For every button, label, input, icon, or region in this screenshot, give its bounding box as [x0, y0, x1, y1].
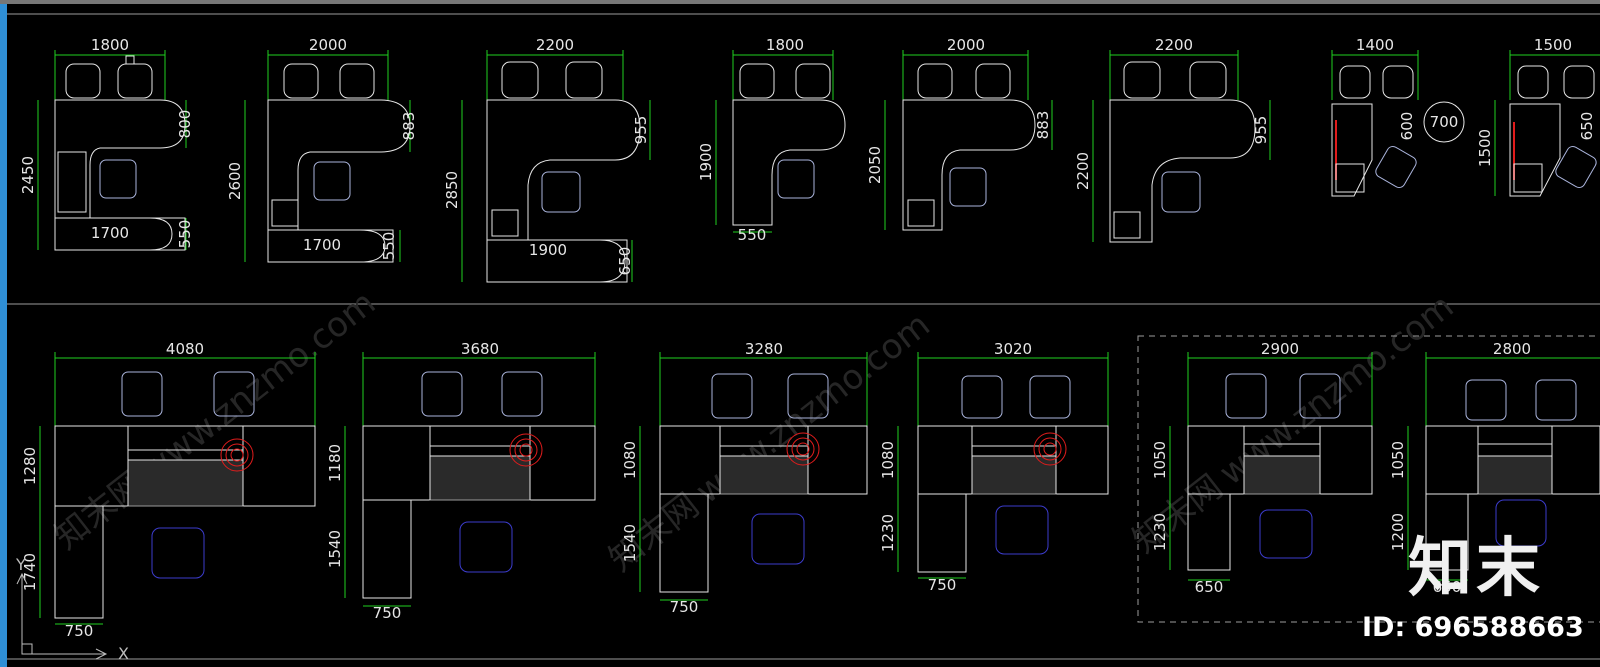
dim-return-width-b4: 750 — [928, 576, 957, 594]
dim-height-t6: 2200 — [1074, 152, 1092, 190]
dim-depth-t5: 883 — [1034, 111, 1052, 140]
dim-depth-t6: 955 — [1252, 116, 1270, 145]
dim-width-b5: 2900 — [1261, 340, 1299, 358]
dim-return-length-b4: 1230 — [879, 514, 897, 552]
dim-return-width-b3: 750 — [670, 598, 699, 616]
ucs-icon: X Y — [15, 555, 129, 663]
dim-width-b4: 3020 — [994, 340, 1032, 358]
dim-height-t5: 2050 — [866, 146, 884, 184]
workstation-t5[interactable]: 2000 2050 883 — [866, 36, 1053, 231]
workstation-t4[interactable]: 1800 1900 550 — [697, 36, 846, 244]
dim-return-width-b5: 650 — [1195, 578, 1224, 596]
dim-return-width-b2: 750 — [373, 604, 402, 622]
top-edge-bar — [0, 0, 1600, 4]
dim-depth-t7: 600 — [1398, 112, 1416, 141]
workstation-b1[interactable]: 4080 1280 1740 750 — [21, 340, 316, 640]
brand-id-text: ID: 696588663 — [1362, 612, 1584, 643]
dim-width-t3: 2200 — [536, 36, 574, 54]
dashed-group-frame — [1137, 335, 1600, 623]
dim-depth-b2: 1180 — [326, 444, 344, 482]
dim-height-t4: 1900 — [697, 143, 715, 181]
workstation-b5[interactable]: 2900 1050 1230 650 — [1151, 340, 1373, 596]
dim-return-depth-t2: 550 — [380, 232, 398, 261]
dim-width-b1: 4080 — [166, 340, 204, 358]
workstation-b3[interactable]: 3280 1080 1540 750 — [621, 340, 868, 616]
dim-return-width-b1: 750 — [65, 622, 94, 640]
dim-width-t5: 2000 — [947, 36, 985, 54]
brand-logo-text: 知末 — [1408, 532, 1544, 606]
dim-width-t2: 2000 — [309, 36, 347, 54]
dim-depth-b1: 1280 — [21, 447, 39, 485]
dim-width-b2: 3680 — [461, 340, 499, 358]
dim-depth-t3: 955 — [632, 116, 650, 145]
dim-width-b3: 3280 — [745, 340, 783, 358]
dim-height-t2: 2600 — [226, 162, 244, 200]
dim-return-length-t1: 1700 — [91, 224, 129, 242]
workstation-t1[interactable]: 1800 2450 800 550 1700 — [19, 36, 194, 251]
left-edge-bar — [0, 0, 7, 667]
dim-width-t1: 1800 — [91, 36, 129, 54]
workstation-t6[interactable]: 2200 2200 955 — [1074, 36, 1271, 243]
workstation-t3[interactable]: 2200 2850 955 650 1900 — [443, 36, 651, 283]
dim-depth-t8: 650 — [1578, 112, 1596, 141]
dim-height-t3: 2850 — [443, 171, 461, 209]
dim-depth-b4: 1080 — [879, 441, 897, 479]
dim-return-length-b5: 1230 — [1151, 513, 1169, 551]
dim-return-length-t2: 1700 — [303, 236, 341, 254]
dim-depth-t2: 883 — [400, 112, 418, 141]
bottom-row: 4080 1280 1740 750 3680 1180 1540 — [21, 335, 1600, 640]
workstation-b6[interactable]: 2800 1050 1200 650 — [1389, 340, 1600, 596]
dim-depth-b6: 1050 — [1389, 441, 1407, 479]
dim-width-b6: 2800 — [1493, 340, 1531, 358]
dim-depth-b3: 1080 — [621, 441, 639, 479]
ucs-y-label: Y — [15, 555, 26, 574]
dim-return-length-b2: 1540 — [326, 530, 344, 568]
dim-return-length-t3: 1900 — [529, 241, 567, 259]
dim-return-length-t4: 550 — [738, 226, 767, 244]
workstation-t2[interactable]: 2000 2600 883 550 1700 — [226, 36, 418, 263]
dim-return-width-b6: 650 — [1433, 578, 1462, 596]
dim-return-length-b3: 1540 — [621, 524, 639, 562]
dim-return-length-b6: 1200 — [1389, 513, 1407, 551]
dim-depth-b5: 1050 — [1151, 441, 1169, 479]
workstation-t8[interactable]: 1500 1500 650 — [1476, 36, 1600, 197]
top-row: 1800 2450 800 550 1700 2000 2600 883 5 — [19, 36, 1600, 283]
dim-diameter-t7: 700 — [1430, 113, 1459, 131]
dim-height-t1: 2450 — [19, 156, 37, 194]
dim-width-t4: 1800 — [766, 36, 804, 54]
ucs-x-label: X — [118, 644, 129, 663]
dim-width-t8: 1500 — [1534, 36, 1572, 54]
workstation-b2[interactable]: 3680 1180 1540 750 — [326, 340, 596, 622]
dim-width-t6: 2200 — [1155, 36, 1193, 54]
dim-height-t8: 1500 — [1476, 129, 1494, 167]
workstation-t7[interactable]: 1400 600 700 — [1331, 36, 1465, 197]
workstation-b4[interactable]: 3020 1080 1230 750 — [879, 340, 1109, 594]
dim-width-t7: 1400 — [1356, 36, 1394, 54]
